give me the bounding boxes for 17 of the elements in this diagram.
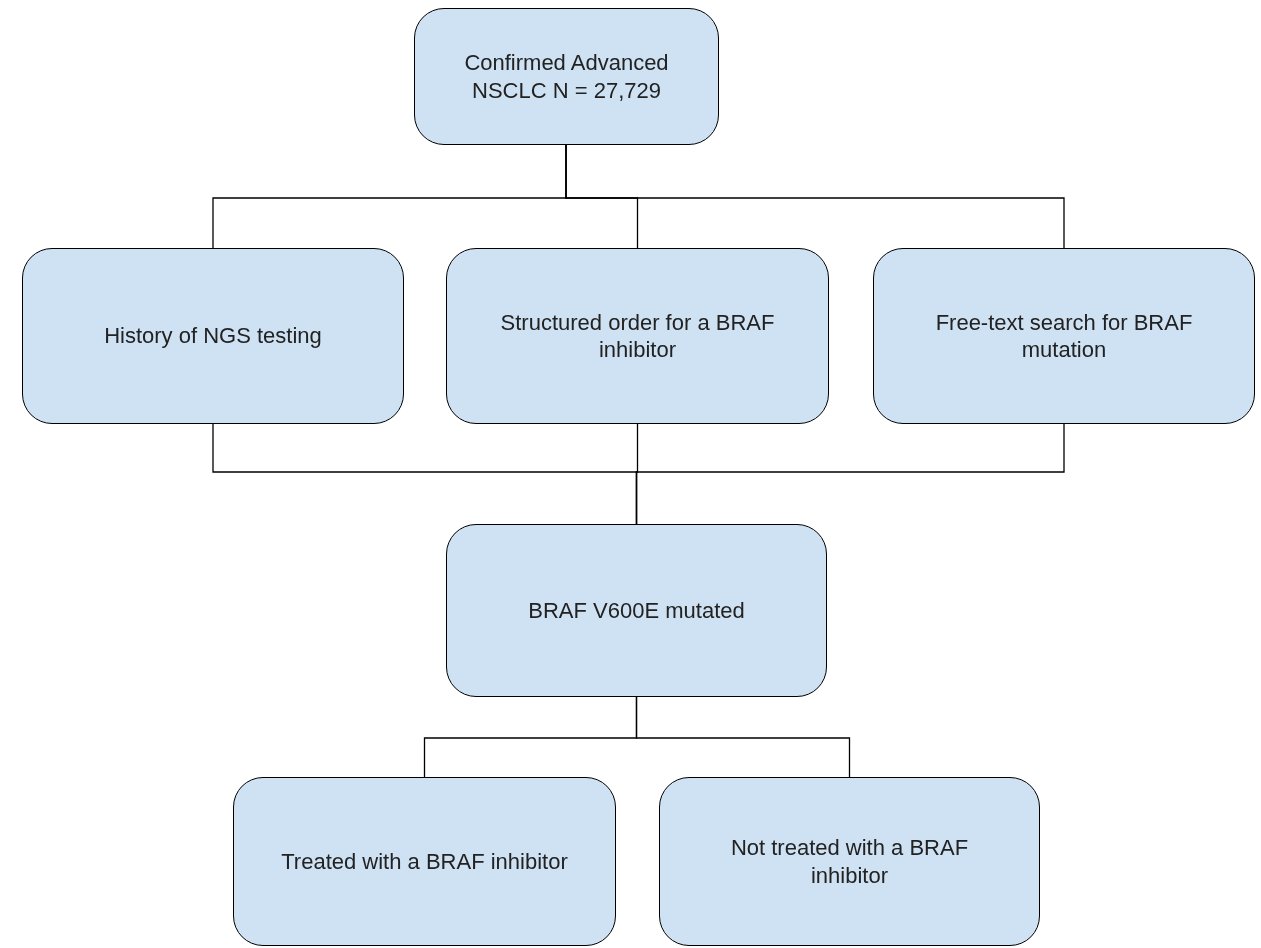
process-box [446, 248, 829, 424]
process-box [659, 777, 1040, 946]
box-text: Confirmed Advanced NSCLC N = 27,729 [463, 49, 670, 104]
process-box [446, 524, 827, 697]
box-text: Structured order for a BRAF inhibitor [499, 308, 776, 364]
process-box [873, 248, 1255, 424]
box-text: History of NGS testing [104, 322, 322, 350]
box-text: Free-text search for BRAF mutation [934, 308, 1194, 364]
process-box [414, 8, 719, 145]
connector-line [635, 423, 1065, 525]
connector-line [565, 144, 1065, 249]
box-text: BRAF V600E mutated [528, 596, 745, 625]
process-box [233, 777, 616, 946]
process-box [22, 248, 404, 424]
box-text: Not treated with a BRAF inhibitor [729, 834, 970, 889]
box-text: Treated with a BRAF inhibitor [281, 847, 568, 876]
connector-line [635, 696, 851, 778]
